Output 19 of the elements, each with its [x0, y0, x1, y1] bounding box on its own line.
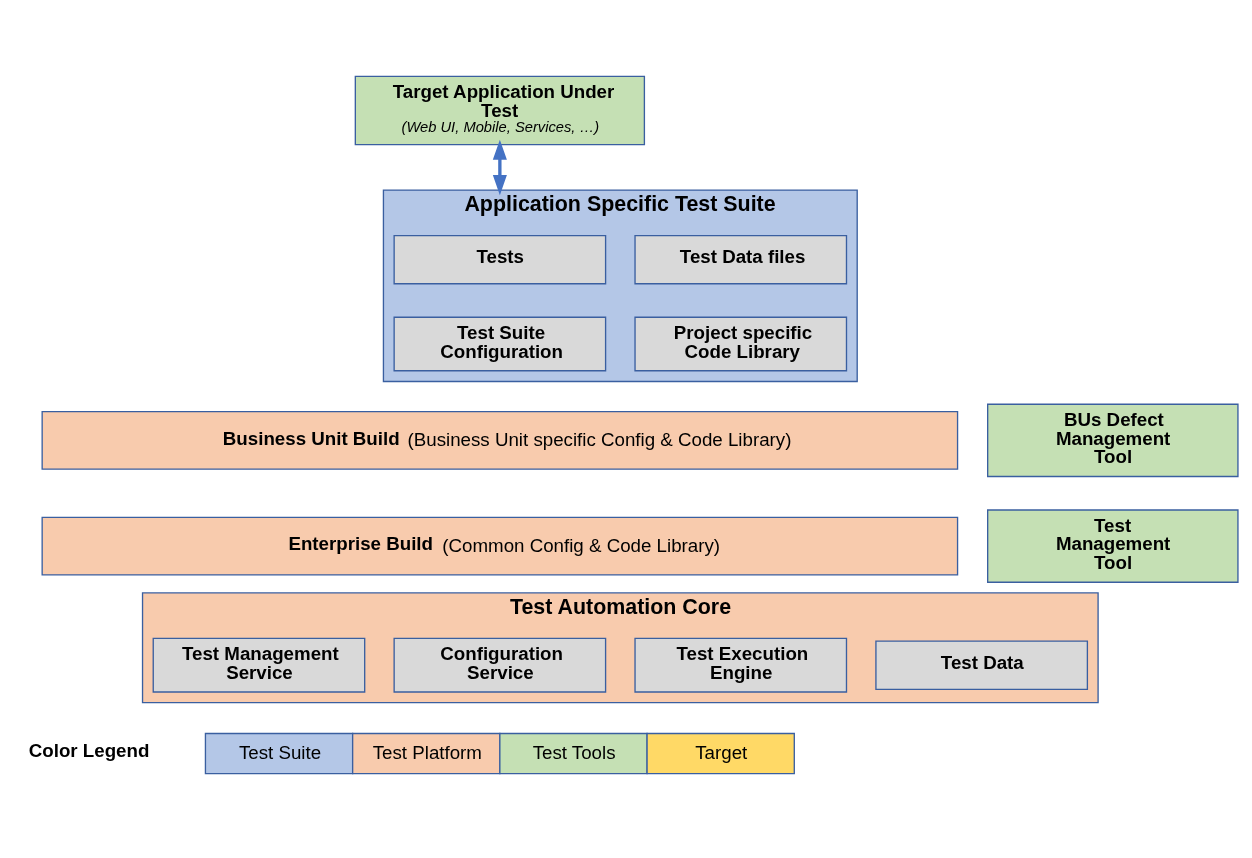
legend-label: Test Tools [532, 741, 616, 763]
node-box: Test Management Tool [987, 509, 1239, 583]
label: Color Legend [28, 740, 150, 762]
legend-label: Target [695, 741, 748, 763]
node-box: Business Unit Build (Business Unit specific Config & Code Library) [41, 410, 959, 470]
arrow [492, 139, 507, 196]
node-box: Test Suite Configuration [393, 316, 607, 372]
node-box: BUs Defect Management Tool [987, 403, 1239, 478]
node-box: Tests [393, 234, 607, 285]
node-box: Target Application Under Test (Web UI, Mobile, Services, …) [354, 75, 646, 146]
node-box: Project specific Code Library [634, 316, 848, 372]
legend-label: Test Suite [238, 741, 322, 763]
node-box: Enterprise Build (Common Config & Code Library) [41, 516, 959, 576]
legend-label: Test Platform [372, 741, 482, 763]
node-box: Test Data files [634, 234, 848, 285]
node-box: Test Execution Engine [634, 637, 848, 693]
node-box: Configuration Service [393, 637, 607, 693]
node-box: Test Data [875, 640, 1089, 690]
node-box: Test Management Service [152, 637, 366, 693]
